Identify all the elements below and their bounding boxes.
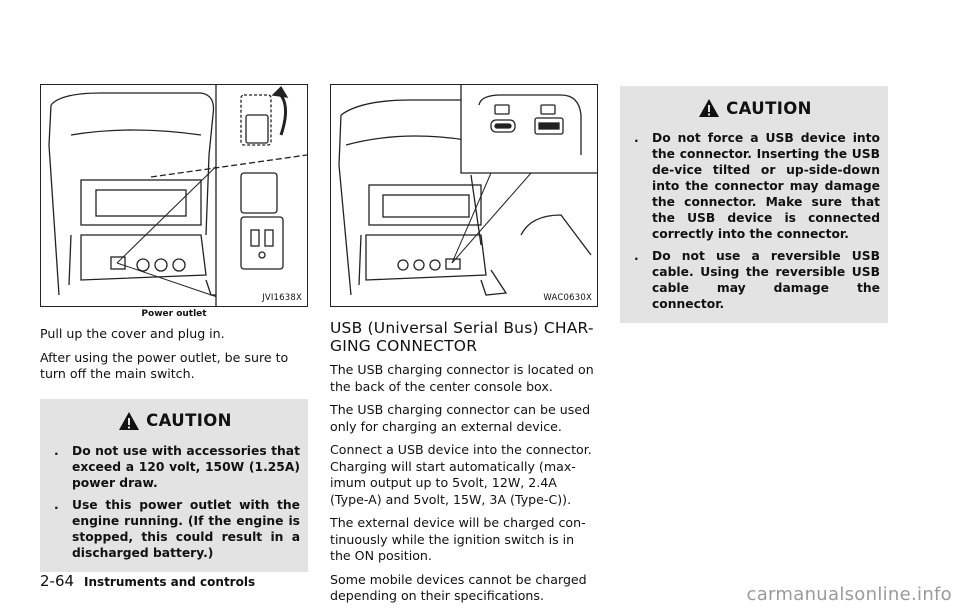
column-power-outlet: JVI1638X Power outlet Pull up the cover … bbox=[40, 84, 308, 572]
bullet: . bbox=[54, 497, 59, 512]
paragraph: Some mobile devices cannot be charged de… bbox=[330, 571, 587, 604]
figure-id: WAC0630X bbox=[542, 293, 593, 303]
power-outlet-illustration bbox=[48, 85, 307, 306]
caution-item-text: Do not use with accessories that exceed … bbox=[72, 443, 300, 490]
caution-item: . Use this power outlet with the engine … bbox=[50, 497, 300, 561]
column-usb-caution: CAUTION . Do not force a USB device into… bbox=[620, 84, 888, 323]
bullet: . bbox=[634, 249, 639, 263]
caution-box: CAUTION . Do not force a USB device into… bbox=[620, 86, 888, 323]
section-heading: USB (Universal Serial Bus) CHAR-GING CON… bbox=[330, 319, 594, 355]
caution-title: CAUTION bbox=[146, 411, 232, 430]
caution-list: . Do not force a USB device into the con… bbox=[630, 130, 880, 312]
usb-connector-illustration bbox=[338, 85, 597, 296]
paragraph: The external device will be charged con-… bbox=[330, 515, 586, 563]
paragraph: After using the power outlet, be sure to… bbox=[40, 349, 289, 382]
page-number: 2-64 bbox=[40, 572, 75, 590]
section-name: Instruments and controls bbox=[84, 575, 256, 589]
caution-item-text: Do not force a USB device into the conne… bbox=[652, 131, 880, 241]
caution-header: CAUTION bbox=[50, 411, 300, 431]
bullet: . bbox=[634, 131, 639, 145]
caution-item: . Do not use a reversible USB cable. Usi… bbox=[630, 248, 880, 312]
watermark: carmanualsonline.info bbox=[746, 584, 952, 605]
figure-caption: Power outlet bbox=[141, 309, 207, 319]
paragraph: Connect a USB device into the connector.… bbox=[330, 442, 592, 507]
paragraph: The USB charging connector can be used o… bbox=[330, 402, 591, 434]
usb-connector-figure: WAC0630X bbox=[330, 84, 598, 307]
paragraph: Pull up the cover and plug in. bbox=[40, 326, 225, 341]
caution-item-text: Do not use a reversible USB cable. Using… bbox=[652, 249, 880, 311]
caution-item: . Do not force a USB device into the con… bbox=[630, 130, 880, 242]
caution-list: . Do not use with accessories that excee… bbox=[50, 443, 300, 561]
column-usb-connector: WAC0630X USB (Universal Serial Bus) CHAR… bbox=[330, 84, 598, 605]
caution-header: CAUTION bbox=[630, 98, 880, 118]
figure-id: JVI1638X bbox=[261, 293, 303, 303]
caution-title: CAUTION bbox=[726, 98, 812, 118]
power-outlet-figure: JVI1638X bbox=[40, 84, 308, 307]
warning-triangle-icon bbox=[119, 411, 140, 430]
caution-item: . Do not use with accessories that excee… bbox=[50, 443, 300, 491]
paragraph: The USB charging connector is located on… bbox=[330, 362, 594, 394]
warning-triangle-icon bbox=[699, 99, 720, 117]
bullet: . bbox=[54, 443, 59, 458]
caution-box: CAUTION . Do not use with accessories th… bbox=[40, 398, 308, 572]
page-footer: 2-64 Instruments and controls bbox=[40, 572, 255, 590]
caution-item-text: Use this power outlet with the engine ru… bbox=[72, 497, 300, 560]
